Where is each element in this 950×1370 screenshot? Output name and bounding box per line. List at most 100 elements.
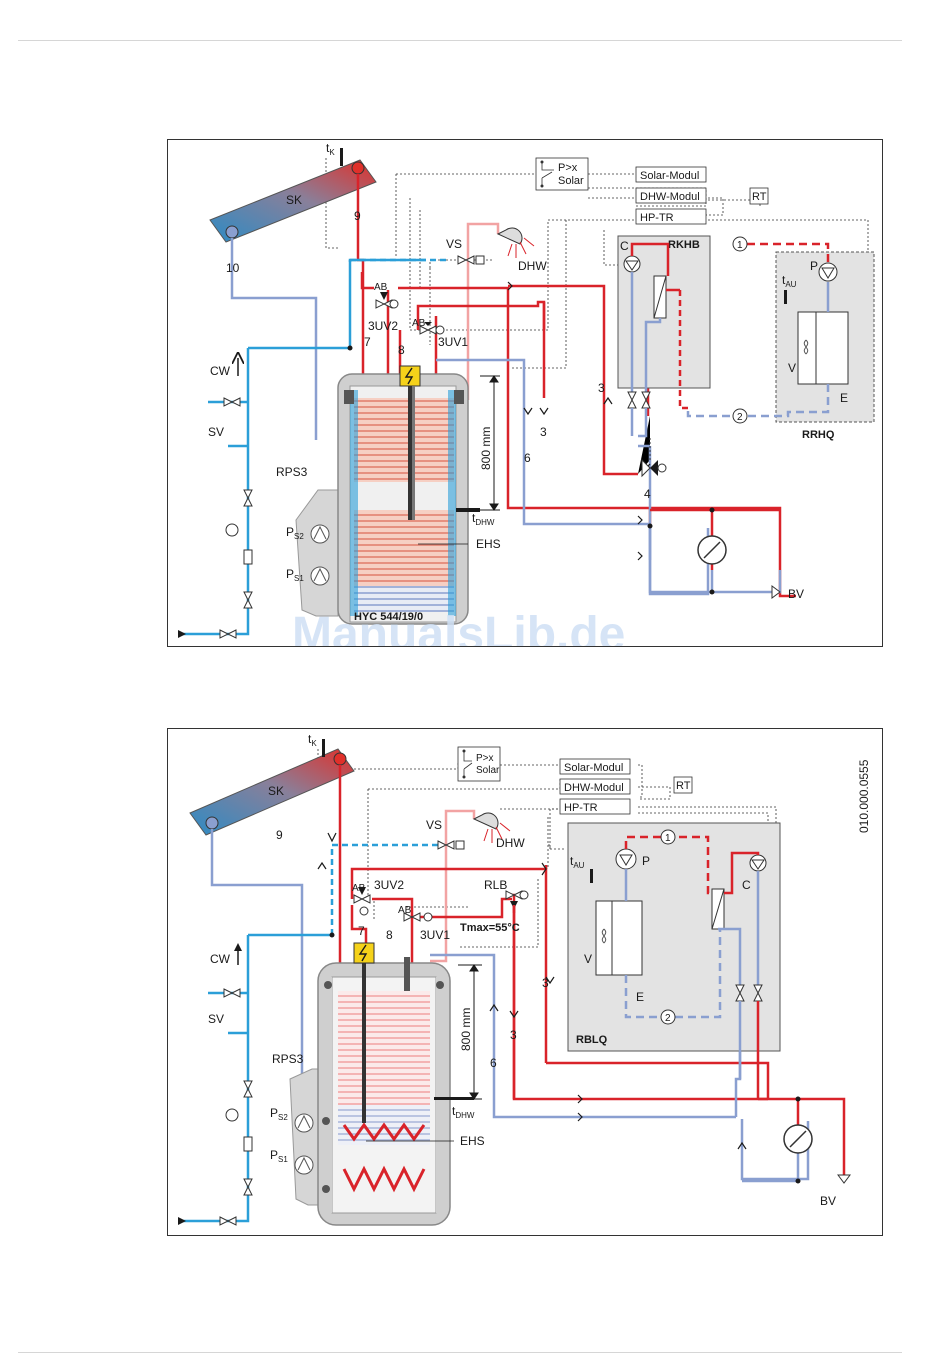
dimension-800 bbox=[480, 375, 500, 511]
e-label-2: E bbox=[636, 990, 644, 1004]
tau-label-2: tAU bbox=[570, 854, 585, 870]
collector-label-2: SK bbox=[268, 784, 284, 798]
heating-circuit: BV bbox=[647, 507, 804, 601]
svg-text:AB: AB bbox=[374, 282, 388, 293]
rlb-label: RLB bbox=[484, 878, 507, 892]
controller2-line1: P>x bbox=[476, 753, 494, 764]
solar-controller: P>x Solar bbox=[535, 157, 589, 191]
diagram-2-panel: P>x Solar Solar-Modul DHW-Modul HP-TR RT… bbox=[167, 728, 883, 1236]
tk-label: tK bbox=[326, 141, 335, 157]
p-pump-label: P bbox=[810, 259, 818, 273]
solar-modul-label-2: Solar-Modul bbox=[564, 762, 623, 774]
solar-collector-2: SK tK bbox=[189, 732, 355, 836]
storage-tank-2 bbox=[317, 942, 451, 1226]
solar-controller-2: P>x Solar bbox=[457, 746, 501, 782]
ps2-label-2: PS2 bbox=[270, 1106, 288, 1122]
tdhw-label: tDHW bbox=[472, 511, 495, 527]
pipe-10 bbox=[230, 238, 318, 440]
tdhw-sensor bbox=[456, 508, 480, 512]
top-rule bbox=[18, 40, 902, 41]
ps2-label: PS2 bbox=[286, 525, 304, 541]
svg-text:2: 2 bbox=[737, 412, 743, 423]
heat-pump-return bbox=[436, 358, 710, 596]
c-pump-label: C bbox=[620, 239, 629, 253]
cw-label-2: CW bbox=[210, 952, 231, 966]
collector-label: SK bbox=[286, 193, 302, 207]
rrhq-label: RRHQ bbox=[802, 429, 835, 441]
vs-valve bbox=[457, 255, 485, 265]
tk-label-2: tK bbox=[308, 732, 317, 748]
v-label: V bbox=[788, 361, 796, 375]
indoor-unit-rkhb: RKHB C bbox=[617, 235, 711, 478]
pipe-10-label: 10 bbox=[226, 261, 240, 275]
dimension-800-2 bbox=[458, 964, 482, 1100]
diagram-1-svg: P>x Solar Solar-Modul DHW-Modul HP-TR RT… bbox=[178, 141, 875, 646]
doc-number: 010.000.0555 bbox=[857, 759, 871, 833]
ehs-label-2: EHS bbox=[460, 1134, 485, 1148]
dim-label: 800 mm bbox=[479, 427, 493, 470]
dhw-modul-label: DHW-Modul bbox=[640, 191, 700, 203]
tmax-label: Tmax=55°C bbox=[460, 922, 520, 934]
pipe-9-label-2: 9 bbox=[276, 828, 283, 842]
flow-arrows-2 bbox=[317, 832, 747, 1150]
pipe-4-label: 4 bbox=[644, 487, 651, 501]
shower-icon-2 bbox=[472, 812, 511, 843]
valve-rlb: RLB Tmax=55°C bbox=[460, 878, 529, 934]
vs-label: VS bbox=[446, 237, 462, 251]
solar-collector: SK tK bbox=[209, 141, 377, 243]
sv-label-2: SV bbox=[208, 1012, 224, 1026]
pipe-3-label-b: 3 bbox=[598, 381, 605, 395]
dhw-line-2 bbox=[430, 809, 476, 963]
tank-label: HYC 544/19/0 bbox=[354, 611, 423, 623]
unit-rblq: RBLQ tAU P V E C bbox=[567, 822, 781, 1099]
rt-label: RT bbox=[752, 191, 767, 203]
pipe-8-label: 8 bbox=[398, 343, 405, 357]
rps3-label-2: RPS3 bbox=[272, 1052, 304, 1066]
pipe-7-label: 7 bbox=[364, 335, 371, 349]
module-boxes: Solar-Modul DHW-Modul HP-TR RT bbox=[635, 166, 769, 225]
loop-markers-2: 1 2 bbox=[660, 829, 676, 1025]
3uv1-label-2: 3UV1 bbox=[420, 928, 450, 942]
loop-markers: 1 2 bbox=[732, 236, 748, 424]
rps3-station: RPS3 PS2 PS1 bbox=[276, 465, 339, 617]
svg-text:AB: AB bbox=[412, 318, 426, 329]
cw-valves bbox=[219, 397, 253, 639]
dim-label-2: 800 mm bbox=[459, 1008, 473, 1051]
ehs-label: EHS bbox=[476, 537, 501, 551]
diagram-2-svg: P>x Solar Solar-Modul DHW-Modul HP-TR RT… bbox=[178, 732, 871, 1226]
dhw-label-2: DHW bbox=[496, 836, 525, 850]
hp-tr-label: HP-TR bbox=[640, 212, 674, 224]
3uv2-label-2: 3UV2 bbox=[374, 878, 404, 892]
diverter-4 bbox=[641, 458, 667, 478]
e-label: E bbox=[840, 391, 848, 405]
cw-valves-2 bbox=[219, 988, 253, 1226]
bv-label-2: BV bbox=[820, 1194, 836, 1208]
storage-tank: HYC 544/19/0 bbox=[337, 365, 469, 625]
p-pump-label-2: P bbox=[642, 854, 650, 868]
ps1-label: PS1 bbox=[286, 567, 304, 583]
svg-text:AB: AB bbox=[352, 883, 366, 894]
c-pump-label-2: C bbox=[742, 878, 751, 892]
shower-icon bbox=[496, 227, 535, 258]
diagram-1-panel: P>x Solar Solar-Modul DHW-Modul HP-TR RT… bbox=[167, 139, 883, 647]
ps1-label-2: PS1 bbox=[270, 1148, 288, 1164]
pipe-8-label-2: 8 bbox=[386, 928, 393, 942]
rt-label-2: RT bbox=[676, 780, 691, 792]
sv-label: SV bbox=[208, 425, 224, 439]
tau-label: tAU bbox=[782, 273, 797, 289]
cw-label: CW bbox=[210, 364, 231, 378]
valve-3uv1-2: AB 3UV1 bbox=[398, 905, 450, 942]
3uv2-label: 3UV2 bbox=[368, 319, 398, 333]
bottom-rule bbox=[18, 1352, 902, 1353]
valve-3uv1: AB 3UV1 bbox=[412, 318, 468, 349]
solar-modul-label: Solar-Modul bbox=[640, 170, 699, 182]
valve-3uv2: AB 3UV2 bbox=[368, 282, 399, 333]
pipe-6-label: 6 bbox=[524, 451, 531, 465]
dhw-modul-label-2: DHW-Modul bbox=[564, 782, 624, 794]
vs-label-2: VS bbox=[426, 818, 442, 832]
pipe-7-label-2: 7 bbox=[358, 924, 365, 938]
dhw-line bbox=[466, 222, 500, 400]
valve-3uv2-2: AB 3UV2 bbox=[352, 878, 404, 916]
vs-valve-2 bbox=[437, 840, 465, 850]
solar-loop-2 bbox=[210, 765, 342, 1089]
